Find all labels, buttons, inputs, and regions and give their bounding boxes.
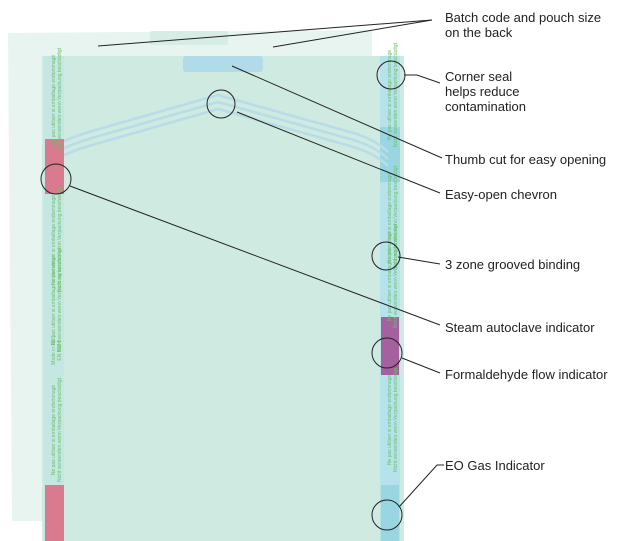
callout-circles xyxy=(40,60,406,531)
batch-code-label: Batch code and pouch size on the back xyxy=(445,10,601,40)
thumb-cut-line xyxy=(231,65,443,159)
left-strip-warning-1: Ne pas utiliser si emballage endommagé xyxy=(51,55,57,146)
left-strip-warning-1b: Nicht verwenden wenn Verpackung beschädi… xyxy=(57,47,63,152)
formaldehyde-line xyxy=(401,357,441,374)
left-strip-warning-3b: Nicht verwenden wenn Verpackung beschädi… xyxy=(57,247,63,352)
left-strip-warning-2b: Nicht verwenden wenn Verpackung beschädi… xyxy=(57,187,63,292)
eo-gas-indicator xyxy=(381,485,399,541)
corner-seal-label-line3: contamination xyxy=(445,99,526,114)
corner-seal-line xyxy=(404,74,441,84)
right-strip-warning-1b: Nicht verwenden wenn Verpackung beschädi… xyxy=(393,42,399,147)
batch-line-1 xyxy=(97,19,433,47)
corner-seal-label-line1: Corner seal xyxy=(445,69,513,84)
eo-gas-indicator-label: EO Gas Indicator xyxy=(445,458,545,473)
left-strip-warning-2: Ne pas utiliser si emballage endommagé xyxy=(51,195,57,286)
steam-autoclave-indicator xyxy=(45,139,64,194)
right-strip-warning-3: Ne pas utiliser si emballage endommagé xyxy=(387,231,393,322)
binding-circle xyxy=(371,241,401,271)
right-strip-warning-3b: Nicht verwenden wenn Verpackung beschädi… xyxy=(393,223,399,328)
left-strip-warning-4: Ne pas utiliser si emballage endommagé xyxy=(51,385,57,476)
eo-gas-line xyxy=(398,464,444,508)
right-strip-warning-2b: Nicht verwenden wenn Verpackung beschädi… xyxy=(393,165,399,270)
chevron-line xyxy=(236,111,441,194)
chevron-circle xyxy=(206,89,236,119)
corner-seal-label: Corner seal helps reduce contamination xyxy=(445,69,526,114)
back-thumb-tab xyxy=(150,31,228,45)
batch-code-label-line1: Batch code and pouch size xyxy=(445,10,602,25)
steam-line xyxy=(69,185,441,326)
batch-code-label-line2: on the back xyxy=(445,25,513,40)
eo-gas-circle xyxy=(371,499,403,531)
left-strip-made-in: Made in EEC xyxy=(51,335,57,365)
corner-seal-circle xyxy=(376,60,406,90)
right-stripe-band xyxy=(380,127,400,182)
binding-line xyxy=(397,256,441,265)
right-strip-warning-4b: Nicht verwenden wenn Verpackung beschädi… xyxy=(393,367,399,472)
batch-line-2 xyxy=(272,19,433,48)
formaldehyde-circle xyxy=(371,337,403,369)
steam-indicator-label: Steam autoclave indicator xyxy=(445,320,595,335)
right-strip-warning-4: Ne pas utiliser si emballage endommagé xyxy=(387,375,393,466)
formaldehyde-indicator-label: Formaldehyde flow indicator xyxy=(445,367,608,382)
steam-autoclave-indicator-lower xyxy=(45,485,64,541)
chevron-label: Easy-open chevron xyxy=(445,187,558,202)
left-strip-warning-3: Ne pas utiliser si emballage endommagé xyxy=(51,255,57,346)
steam-circle xyxy=(40,163,72,195)
grooved-binding-label: 3 zone grooved binding xyxy=(445,257,581,272)
thumb-cut xyxy=(183,56,263,72)
left-strip-standard: EN 868-5 xyxy=(57,339,63,360)
thumb-cut-label: Thumb cut for easy opening xyxy=(445,152,607,167)
left-strip-warning-4b: Nicht verwenden wenn Verpackung beschädi… xyxy=(57,377,63,482)
callout-lines xyxy=(69,19,444,508)
right-strip-warning-1: Ne pas utiliser si emballage endommagé xyxy=(387,50,393,141)
corner-seal-label-line2: helps reduce xyxy=(445,84,520,99)
right-strip-warning-2: Ne pas utiliser si emballage endommagé xyxy=(387,173,393,264)
formaldehyde-flow-indicator xyxy=(381,317,399,375)
